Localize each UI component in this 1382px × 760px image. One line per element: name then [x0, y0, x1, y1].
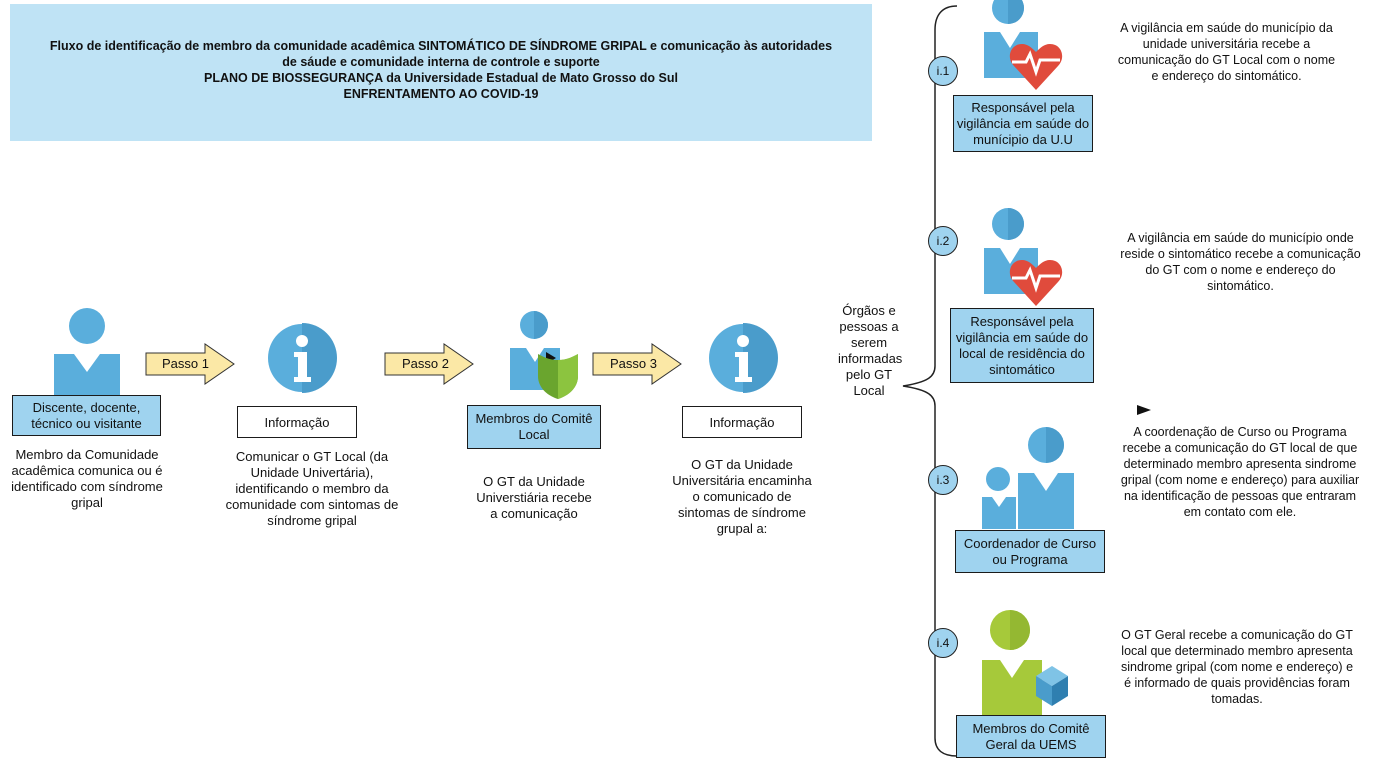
info-icon	[268, 323, 337, 393]
target-2-label: Responsável pela vigilância em saúde do …	[950, 308, 1094, 383]
title-line-2: de sáude e comunidade interna de control…	[282, 55, 600, 69]
badge-i4: i.4	[928, 628, 958, 658]
title-line-4: ENFRENTAMENTO AO COVID-19	[343, 87, 539, 101]
target-1-description: A vigilância em saúde do município da un…	[1117, 21, 1336, 83]
badge-i3: i.3	[928, 465, 958, 495]
title-line-1: Fluxo de identificação de membro da comu…	[49, 39, 833, 53]
step-1-label: Passo 1	[162, 356, 209, 371]
step-3-label: Passo 3	[610, 356, 657, 371]
health-surveillance-icon	[984, 0, 1063, 90]
info-description-1: Comunicar o GT Local (da Unidade Univert…	[225, 449, 399, 528]
coordinator-icon	[982, 427, 1074, 529]
step-arrow-3	[592, 343, 682, 385]
target-2-description: A vigilância em saúde do município onde …	[1120, 231, 1361, 293]
target-4-description: O GT Geral recebe a comunicação do GT lo…	[1120, 628, 1354, 706]
committee-description: O GT da Unidade Universtiária recebe a c…	[476, 474, 592, 521]
pointer-icon	[1137, 405, 1151, 415]
health-surveillance-icon	[984, 208, 1063, 306]
committee-shield-icon	[510, 311, 578, 399]
title-line-3: PLANO DE BIOSSEGURANÇA da Universidade E…	[204, 71, 678, 85]
step-arrow-1	[145, 343, 235, 385]
target-1-label: Responsável pela vigilância em saúde do …	[953, 95, 1093, 152]
info-label-2: Informação	[682, 406, 802, 438]
title-banner: Fluxo de identificação de membro da comu…	[10, 4, 872, 141]
step-arrow-2	[384, 343, 474, 385]
organs-text: Órgãos e pessoas a serem informadas pelo…	[838, 303, 903, 398]
actor-description: Membro da Comunidade acadêmica comunica …	[11, 447, 163, 510]
target-3-description: A coordenação de Curso ou Programa receb…	[1120, 425, 1360, 519]
committee-label: Membros do Comitê Local	[467, 405, 601, 449]
bracket-line	[902, 5, 958, 757]
badge-i1: i.1	[928, 56, 958, 86]
badge-i2: i.2	[928, 226, 958, 256]
person-icon	[54, 308, 120, 396]
info-label-1: Informação	[237, 406, 357, 438]
step-2-label: Passo 2	[402, 356, 449, 371]
general-committee-icon	[982, 610, 1068, 716]
target-4-label: Membros do Comitê Geral da UEMS	[956, 715, 1106, 758]
info-description-2: O GT da Unidade Universitária encaminha …	[672, 457, 812, 536]
target-3-label: Coordenador de Curso ou Programa	[955, 530, 1105, 573]
actor-label: Discente, docente, técnico ou visitante	[12, 395, 161, 436]
info-icon	[709, 323, 778, 393]
